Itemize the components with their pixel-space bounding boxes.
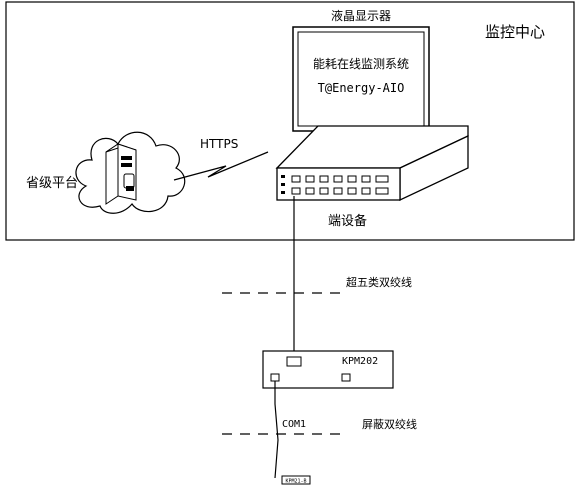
switch-port (361, 187, 371, 195)
switch-port (333, 187, 343, 195)
switch-port (291, 187, 301, 195)
shielded-cable-line (274, 381, 279, 479)
collector-device (262, 350, 394, 389)
switch-port (291, 175, 301, 183)
meter-label: KPM21-B (285, 479, 306, 485)
switch-port (333, 175, 343, 183)
com-port-label: COM1 (282, 419, 306, 430)
gateway-label: 端设备 (328, 213, 367, 229)
switch-ports (291, 175, 389, 195)
monitor-screen-title: 能耗在线监测系统 (313, 57, 409, 71)
monitor-label: 液晶显示器 (331, 8, 391, 23)
switch-port (319, 187, 329, 195)
https-label: HTTPS (200, 137, 238, 151)
https-link-line (173, 151, 269, 181)
server-icon (105, 143, 137, 205)
upper-cable-label: 超五类双绞线 (346, 275, 412, 289)
switch-uplink-port (375, 187, 389, 195)
province-platform-label: 省级平台 (26, 176, 78, 191)
lower-cable-label: 屏蔽双绞线 (362, 417, 417, 431)
monitoring-center-boundary (5, 1, 575, 241)
monitoring-center-title: 监控中心 (485, 23, 545, 41)
switch-uplink-port (375, 175, 389, 183)
monitor-screen-subtitle: T@Energy-AIO (318, 81, 405, 95)
switch-port (305, 187, 315, 195)
meter-device (281, 475, 311, 485)
network-switch (275, 125, 469, 202)
collector-label: KPM202 (342, 356, 378, 367)
switch-port (305, 175, 315, 183)
switch-port (347, 175, 357, 183)
switch-port (319, 175, 329, 183)
switch-port (347, 187, 357, 195)
switch-port (361, 175, 371, 183)
